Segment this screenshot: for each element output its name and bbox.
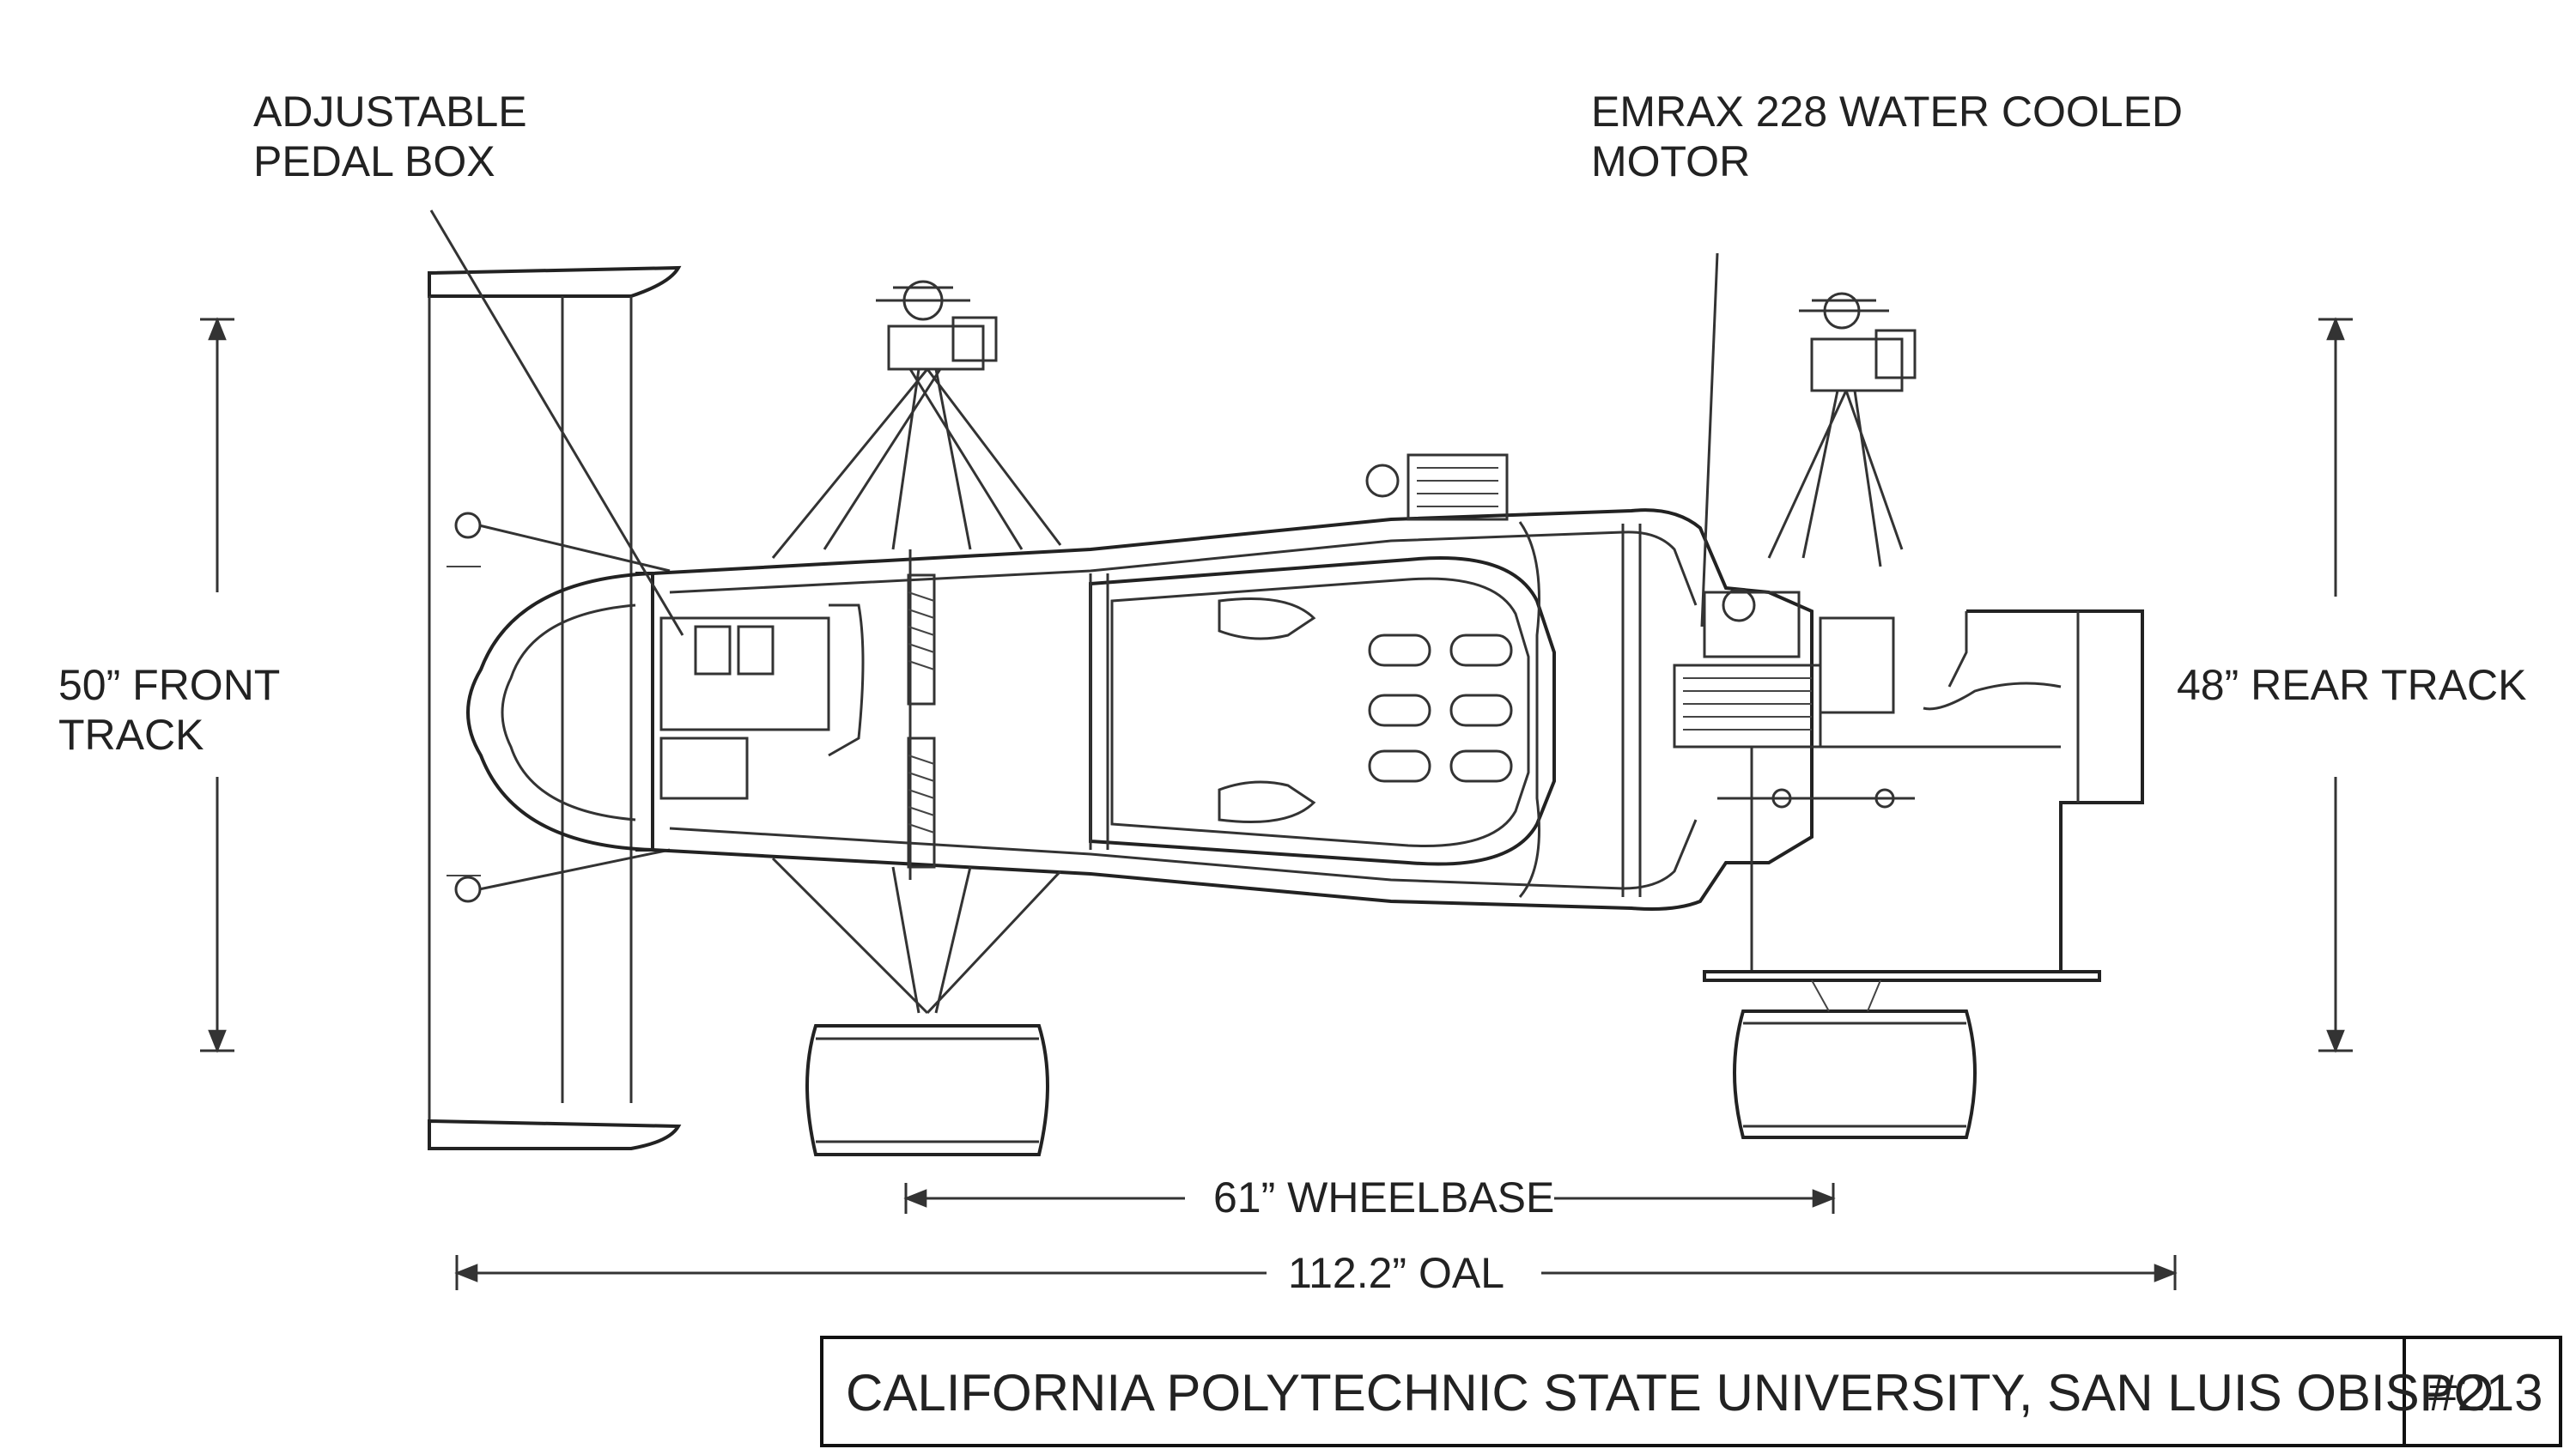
radiator	[1365, 453, 1509, 521]
front-track-dimension: 50” FRONT TRACK	[58, 317, 291, 1053]
rear-track-label: 48” REAR TRACK	[2177, 661, 2527, 709]
car-drawing	[428, 265, 2144, 1156]
motor-leader	[1700, 252, 1719, 627]
frame-tubes	[908, 521, 1642, 898]
rear-wing	[1703, 609, 2144, 982]
motor-label-line2: MOTOR	[1591, 137, 1750, 185]
pedal-box	[659, 603, 865, 800]
seat-pan-holes	[1368, 634, 1513, 783]
motor-label-line1: EMRAX 228 WATER COOLED	[1591, 88, 2183, 136]
nose-cone	[466, 572, 654, 852]
front-track-label-line2: TRACK	[58, 711, 204, 759]
pedal-box-leader	[429, 209, 684, 636]
oal-label: 112.2” OAL	[1288, 1249, 1504, 1297]
rear-tire	[1733, 979, 1977, 1139]
front-track-label: 50” FRONT TRACK	[58, 661, 291, 759]
front-suspension	[771, 280, 1062, 1015]
front-track-label-line1: 50” FRONT	[58, 661, 280, 709]
car-number: #213	[2428, 1364, 2543, 1422]
wheelbase-dimension: 61” WHEELBASE	[903, 1173, 1836, 1222]
rear-track-dimension: 48” REAR TRACK	[2177, 317, 2527, 1053]
title-block: CALIFORNIA POLYTECHNIC STATE UNIVERSITY,…	[820, 1336, 2562, 1447]
motor-assembly	[1673, 588, 1915, 809]
motor-label: EMRAX 228 WATER COOLED MOTOR	[1591, 88, 2195, 185]
wheelbase-label: 61” WHEELBASE	[1213, 1173, 1554, 1222]
pedal-box-label-line1: ADJUSTABLE	[253, 88, 527, 136]
institution-name: CALIFORNIA POLYTECHNIC STATE UNIVERSITY,…	[846, 1364, 2494, 1422]
front-coilovers	[907, 573, 936, 869]
front-tire	[805, 1024, 1049, 1156]
oal-dimension: 112.2” OAL	[454, 1249, 2178, 1297]
pedal-box-label-line2: PEDAL BOX	[253, 137, 495, 185]
chassis-body	[652, 508, 1814, 911]
rear-suspension	[1767, 292, 1917, 567]
pedal-box-label: ADJUSTABLE PEDAL BOX	[253, 88, 539, 185]
